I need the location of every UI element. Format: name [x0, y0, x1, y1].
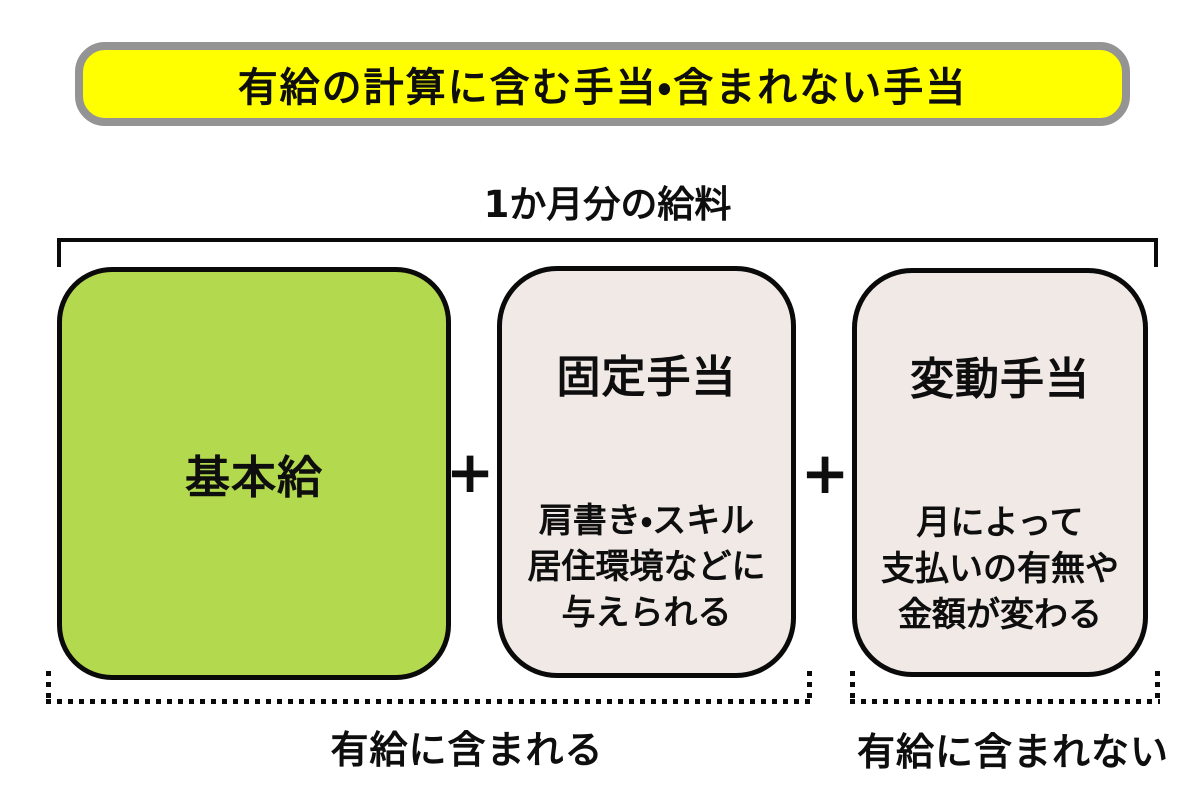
bracket-tick — [807, 671, 812, 704]
excluded-bracket — [850, 671, 1160, 704]
variable-allowance-description: 月によって 支払いの有無や 金額が変わる — [857, 500, 1143, 638]
bracket-tick — [1155, 671, 1160, 704]
bracket-line — [46, 699, 812, 704]
base-salary-box: 基本給 — [57, 267, 451, 680]
fixed-allowance-box: 固定手当 肩書き・スキル 居住環境などに 与えられる — [497, 266, 796, 678]
description-line: 居住環境などに — [527, 547, 766, 587]
variable-allowance-title: 変動手当 — [910, 354, 1090, 405]
bracket-line — [850, 699, 1160, 704]
fixed-allowance-description: 肩書き・スキル 居住環境などに 与えられる — [502, 498, 791, 636]
included-in-paid-leave-label: 有給に含まれる — [330, 728, 604, 772]
monthly-salary-label: 1か月分の給料 — [483, 183, 732, 226]
description-line: 月によって — [916, 503, 1084, 543]
bracket-tick — [850, 671, 855, 704]
monthly-salary-bracket — [57, 238, 1158, 267]
description-line: 金額が変わる — [898, 595, 1102, 635]
bracket-tick — [46, 671, 51, 704]
included-bracket — [46, 671, 812, 704]
excluded-from-paid-leave-label: 有給に含まれない — [856, 730, 1170, 774]
description-line: 肩書き・スキル — [538, 501, 755, 541]
description-line: 与えられる — [561, 593, 732, 633]
plus-icon: + — [800, 439, 850, 507]
title-banner: 有給の計算に含む手当・含まれない手当 — [75, 42, 1130, 126]
base-salary-label: 基本給 — [184, 451, 323, 504]
description-line: 支払いの有無や — [881, 549, 1119, 589]
page-title: 有給の計算に含む手当・含まれない手当 — [237, 65, 968, 111]
variable-allowance-box: 変動手当 月によって 支払いの有無や 金額が変わる — [852, 268, 1148, 677]
fixed-allowance-title: 固定手当 — [556, 352, 737, 403]
plus-icon: + — [445, 438, 495, 506]
